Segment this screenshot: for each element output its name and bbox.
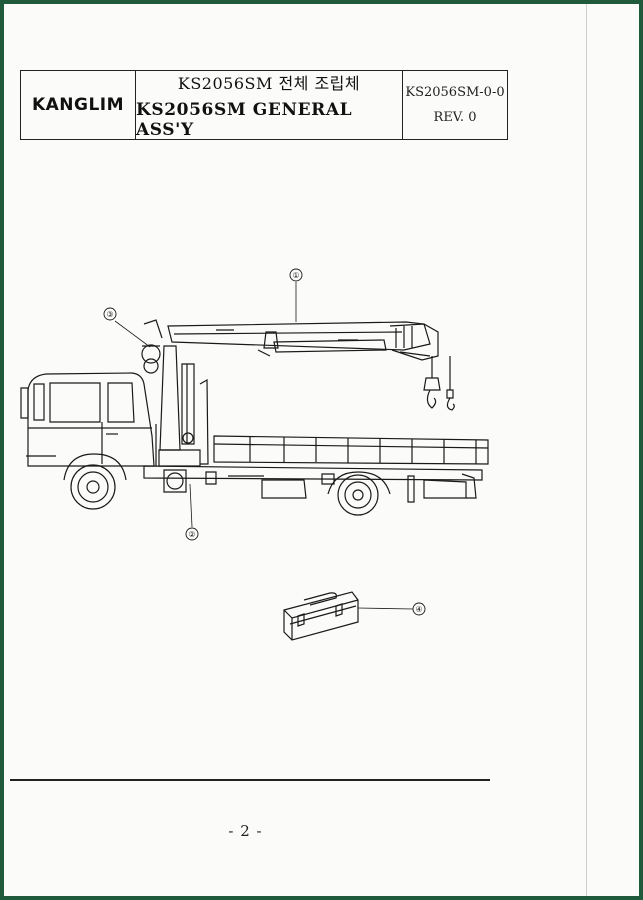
callout-circles (103, 268, 426, 616)
callout-3: ③ (106, 310, 113, 319)
truck-chassis (143, 465, 483, 503)
kanglim-logo: KANGLIM (31, 95, 125, 115)
cargo-bed (213, 435, 489, 465)
drawing-number: KS2056SM-0-0 (405, 85, 505, 100)
assembly-drawing: ① ③ ② ④ (20, 268, 489, 641)
front-wheel (63, 453, 127, 510)
footer-rule (10, 779, 490, 781)
callout-2: ② (188, 530, 195, 539)
crane-column (141, 319, 209, 467)
revision: REV. 0 (433, 110, 477, 125)
document-page: KANGLIM KS2056SM 전체 조립체 KS2056SM GENERAL… (4, 4, 639, 896)
callout-4: ④ (415, 605, 422, 614)
title-korean: KS2056SM 전체 조립체 (177, 74, 361, 93)
logo-cell: KANGLIM (21, 71, 136, 139)
code-cell: KS2056SM-0-0 REV. 0 (403, 71, 507, 139)
title-english: KS2056SM GENERAL ASS'Y (136, 100, 353, 140)
crane-hooks (423, 356, 455, 411)
truck-cab (20, 372, 155, 467)
page-number: - 2 - (228, 822, 263, 840)
tool-box (283, 591, 359, 641)
title-block: KANGLIM KS2056SM 전체 조립체 KS2056SM GENERAL… (20, 70, 508, 140)
leader-lines (114, 282, 414, 610)
callout-1: ① (292, 271, 299, 280)
title-cell: KS2056SM 전체 조립체 KS2056SM GENERAL ASS'Y (136, 71, 403, 140)
rear-wheel (327, 471, 391, 516)
scan-edge-line (586, 4, 587, 896)
crane-boom (167, 321, 439, 361)
